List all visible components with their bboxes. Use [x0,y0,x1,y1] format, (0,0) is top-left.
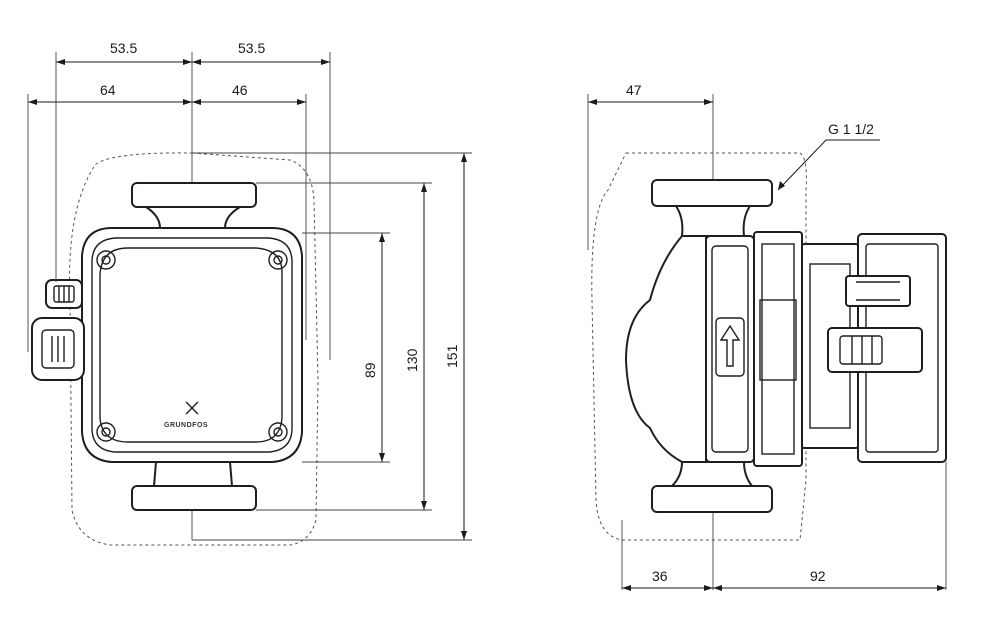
dim-front-top-left: 53.5 [110,40,137,56]
front-envelope-outline [69,152,319,546]
dim-side-bottom-right: 92 [810,568,826,584]
side-bottom-neck [669,461,755,487]
side-bottom-flange [651,485,773,513]
side-connector-upper [845,275,911,307]
front-top-flange [131,182,257,208]
thread-leader-line [777,139,880,191]
side-pump-casing [624,235,707,463]
front-control-face [99,247,283,443]
side-electronics-box [753,231,803,467]
dim-front-height-mid: 130 [404,348,420,372]
flow-direction-arrow-icon [715,317,745,377]
grundfos-logo: GRUNDFOS [164,401,208,429]
front-housing-outer [81,227,303,463]
dim-side-top-left: 47 [626,82,642,98]
dim-front-top-right: 53.5 [238,40,265,56]
side-envelope-outline [591,152,807,541]
side-motor-face [711,245,749,453]
front-housing-inner [91,237,293,453]
side-view: 47 G 1 1/2 36 92 [587,82,947,591]
logo-text: GRUNDFOS [164,422,208,429]
front-power-connector [31,317,85,381]
front-view: GRUNDFOS [27,40,472,546]
dim-front-mid-right: 46 [232,82,248,98]
front-bottom-neck [152,461,234,487]
dim-front-mid-left: 64 [100,82,116,98]
front-bottom-flange [131,485,257,511]
dim-front-height-inner: 89 [362,362,378,378]
front-signal-connector [45,279,83,309]
front-top-neck [142,206,244,229]
dim-front-height-total: 151 [444,344,460,368]
dim-side-bottom-left: 36 [652,568,668,584]
side-top-neck [674,205,752,237]
thread-label: G 1 1/2 [828,121,874,137]
side-top-flange [651,179,773,207]
side-motor-housing [705,235,755,463]
front-screws [96,250,288,442]
side-connector-lower [827,327,923,373]
